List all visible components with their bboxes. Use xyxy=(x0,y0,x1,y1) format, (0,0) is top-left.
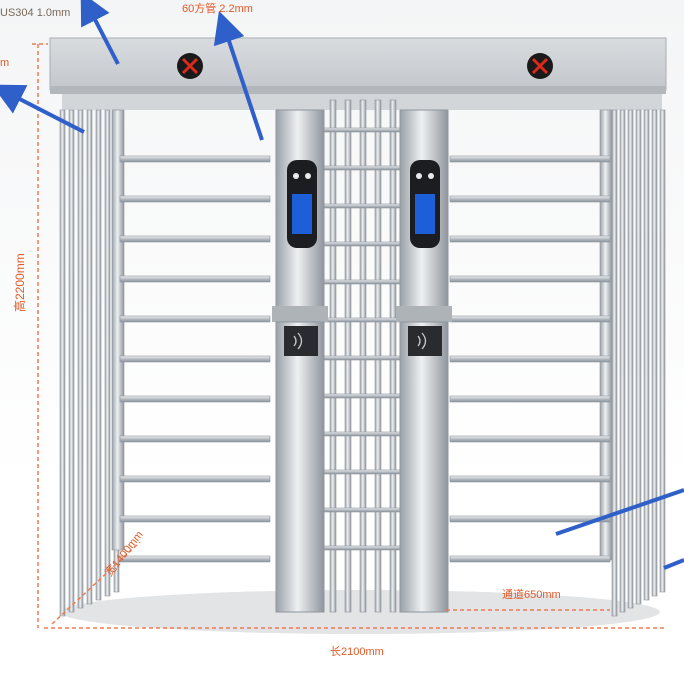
cage-rail xyxy=(449,235,611,243)
cage-rail xyxy=(449,435,611,443)
cage-bar xyxy=(643,109,650,601)
annotation-arrows xyxy=(0,0,684,570)
cage-rail xyxy=(119,395,271,403)
cage-rail xyxy=(449,475,611,483)
cage-rail xyxy=(449,315,611,323)
cage-post xyxy=(111,109,125,551)
channel-label: 通道650mm xyxy=(502,589,561,601)
height-label: 高2200mm xyxy=(13,253,27,312)
cage-rail xyxy=(119,275,271,283)
cage-rail xyxy=(449,275,611,283)
stop-sign-icon xyxy=(527,53,553,79)
cage-post xyxy=(599,109,613,561)
cage-bar xyxy=(95,109,102,601)
cage-rail xyxy=(119,235,271,243)
length-label: 长2100mm xyxy=(330,646,384,658)
cage-bar xyxy=(77,109,84,609)
cage-bar xyxy=(651,109,658,597)
cage-rail xyxy=(119,435,271,443)
stop-sign-icon xyxy=(177,53,203,79)
center-rotor xyxy=(289,99,441,613)
cage-rail xyxy=(119,475,271,483)
cage-bar xyxy=(627,109,634,609)
cage-rail xyxy=(119,195,271,203)
rfid-reader-icon xyxy=(408,326,442,356)
cage-bar xyxy=(68,109,75,613)
cage-rail xyxy=(119,155,271,163)
rfid-reader-icon xyxy=(284,326,318,356)
cut-off-left-label: m xyxy=(0,57,10,69)
cage-rail xyxy=(119,355,271,363)
cage-rail xyxy=(449,395,611,403)
left-cage xyxy=(59,109,271,617)
material-label: US304 1.0mm xyxy=(0,7,71,19)
cage-rail xyxy=(449,515,611,523)
cage-bar xyxy=(619,109,626,613)
cage-rail xyxy=(449,195,611,203)
cage-rail xyxy=(449,155,611,163)
cage-bar xyxy=(659,109,666,593)
cage-rail xyxy=(119,315,271,323)
cage-bar xyxy=(59,109,66,617)
cage-rail xyxy=(119,515,271,523)
right-cage xyxy=(449,109,666,617)
dimension-lines xyxy=(32,43,666,629)
cage-bar xyxy=(86,109,93,605)
cage-rail xyxy=(449,555,611,563)
face-scanner-icon xyxy=(410,160,440,248)
canopy xyxy=(49,37,667,110)
cage-bar xyxy=(611,109,618,617)
cage-bar xyxy=(635,109,642,605)
cage-bar xyxy=(104,109,111,597)
face-scanner-icon xyxy=(287,160,317,248)
cage-rail xyxy=(119,555,271,563)
tube-label: 60方管 2.2mm xyxy=(182,3,253,15)
cage-rail xyxy=(449,355,611,363)
